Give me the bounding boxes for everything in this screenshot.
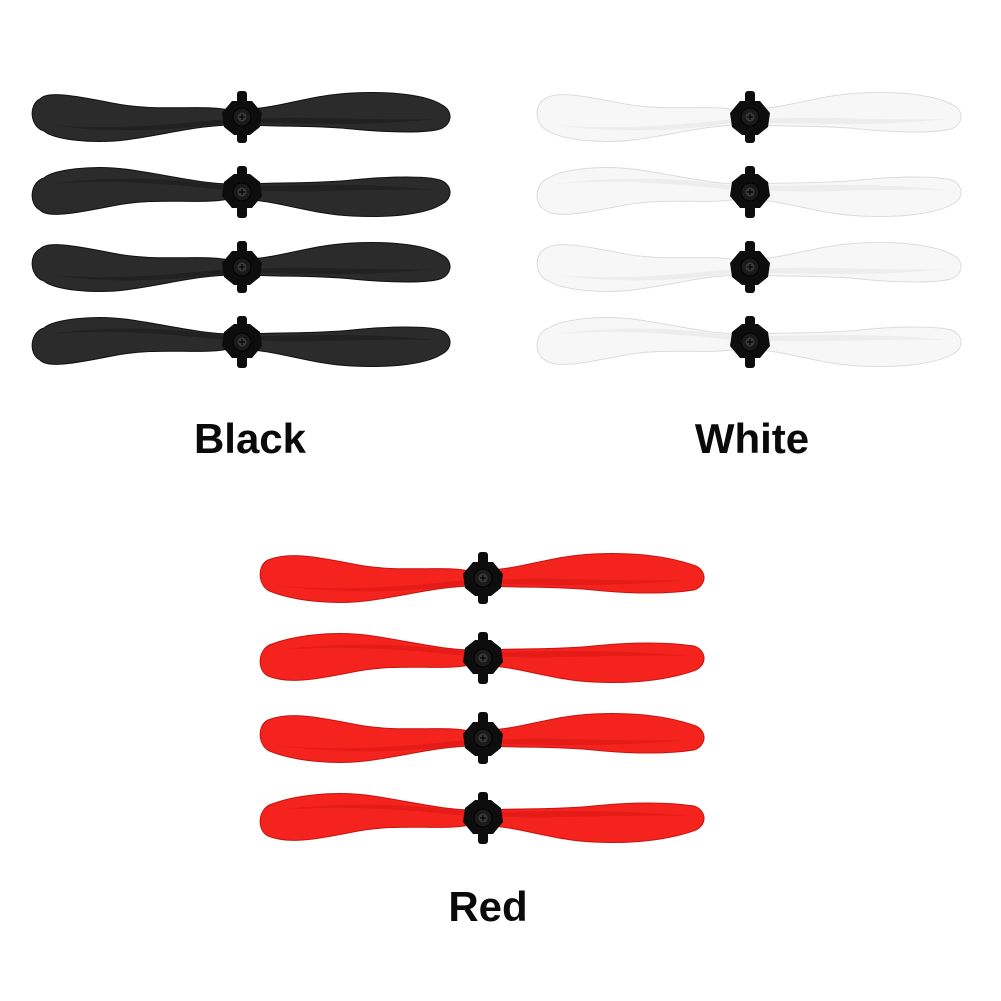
propeller (536, 91, 962, 143)
propeller (536, 166, 962, 218)
red-propellers-svg (259, 552, 705, 844)
propeller-blade-left (259, 793, 476, 841)
propeller-hub (463, 712, 503, 764)
propeller-blade-right (249, 326, 451, 367)
propeller (31, 241, 451, 293)
propeller-hub (463, 792, 503, 844)
propeller-blade-right (249, 92, 451, 133)
propeller-hub (730, 316, 770, 368)
blade-shading (555, 269, 736, 281)
propeller-blade-right (757, 176, 962, 217)
blade-shading (50, 269, 228, 281)
propeller (536, 316, 962, 368)
propeller (31, 316, 451, 368)
propeller-blade-left (259, 555, 476, 603)
propeller-blade-right (490, 553, 705, 594)
blade-shading (256, 267, 434, 274)
propeller-blade-left (259, 715, 476, 763)
label-red: Red (448, 883, 528, 930)
propeller-hub (222, 166, 262, 218)
propeller-blade-right (490, 713, 705, 754)
propeller-blade-right (490, 642, 705, 683)
propeller-blade-right (757, 92, 962, 133)
blade-shading (555, 328, 736, 340)
propeller-hub (222, 91, 262, 143)
blade-shading (50, 119, 228, 131)
propeller-blade-left (536, 317, 743, 365)
black-propellers-svg (31, 91, 451, 368)
blade-shading (256, 335, 434, 342)
black-propeller-set (30, 80, 460, 390)
propeller-blade-left (31, 167, 235, 215)
propeller-blade-right (757, 242, 962, 283)
blade-shading (764, 335, 945, 342)
blade-shading (256, 185, 434, 192)
propeller (31, 91, 451, 143)
propeller-blade-left (536, 167, 743, 215)
propeller-blade-left (536, 94, 743, 142)
blade-shading (50, 178, 228, 190)
propeller-hub (222, 241, 262, 293)
propeller-blade-left (31, 317, 235, 365)
label-black: Black (193, 415, 307, 462)
propeller-blade-left (536, 244, 743, 292)
propeller-hub (463, 552, 503, 604)
propeller-blade-left (259, 633, 476, 681)
blade-shading (497, 738, 688, 745)
propeller (536, 241, 962, 293)
label-white: White (694, 415, 810, 462)
propeller-hub (222, 316, 262, 368)
blade-shading (497, 811, 688, 818)
propeller-blade-right (757, 326, 962, 367)
propeller-blade-left (31, 244, 235, 292)
propeller-hub (730, 241, 770, 293)
blade-shading (278, 580, 469, 592)
blade-shading (256, 117, 434, 124)
blade-shading (278, 804, 469, 816)
propeller-blade-right (490, 802, 705, 843)
propeller-blade-left (31, 94, 235, 142)
blade-shading (497, 578, 688, 585)
blade-shading (764, 117, 945, 124)
propeller (259, 712, 705, 764)
propeller-blade-right (249, 176, 451, 217)
blade-shading (555, 178, 736, 190)
propeller-hub (730, 166, 770, 218)
white-propellers-svg (536, 91, 962, 368)
propeller (259, 792, 705, 844)
propeller (31, 166, 451, 218)
white-propeller-set (535, 80, 965, 390)
red-propeller-set (258, 540, 713, 860)
blade-shading (278, 644, 469, 656)
propeller (259, 552, 705, 604)
propeller-hub (463, 632, 503, 684)
blade-shading (555, 119, 736, 131)
blade-shading (497, 651, 688, 658)
propeller-hub (730, 91, 770, 143)
propeller-blade-right (249, 242, 451, 283)
propeller (259, 632, 705, 684)
blade-shading (278, 740, 469, 752)
blade-shading (764, 185, 945, 192)
blade-shading (764, 267, 945, 274)
blade-shading (50, 328, 228, 340)
